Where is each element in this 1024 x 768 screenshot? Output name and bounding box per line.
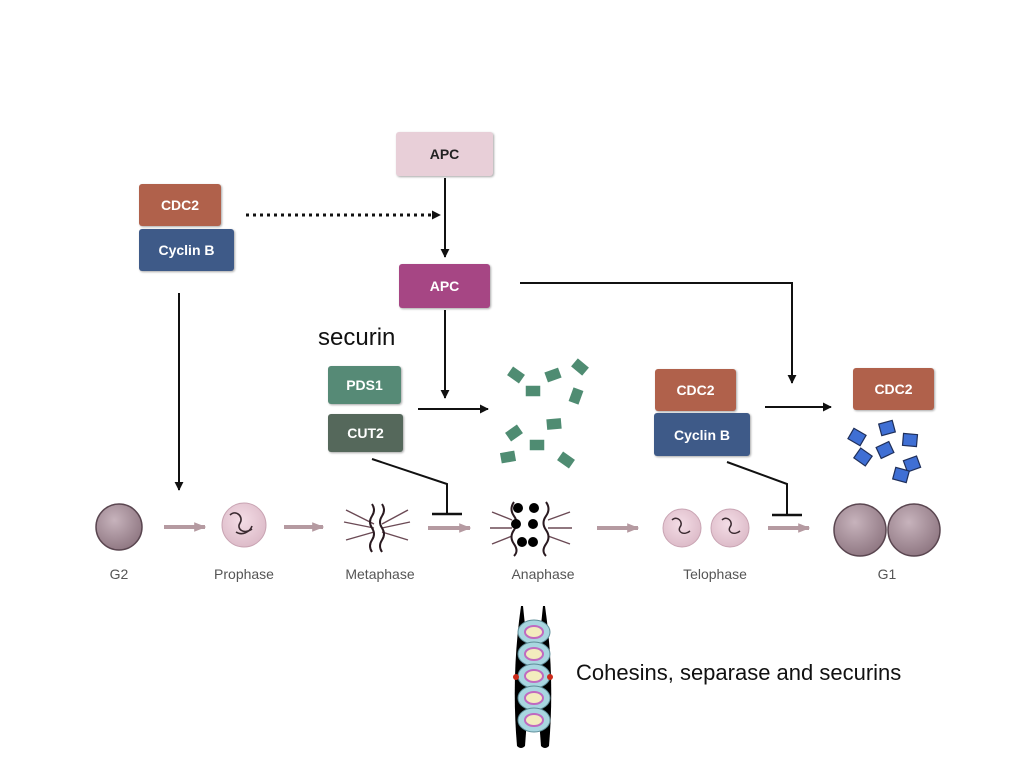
apc-active-box: APC <box>399 264 490 308</box>
cdc2-box-mid: CDC2 <box>655 369 736 411</box>
anaphase-chromosomes <box>490 501 572 557</box>
label-g2: G2 <box>109 566 129 582</box>
apc-inactive-box: APC <box>396 132 493 176</box>
cyclin-fragments <box>847 419 922 484</box>
apc-to-cyclin-degradation-arrow <box>520 282 797 384</box>
pds1-box: PDS1 <box>328 366 401 404</box>
label-prophase: Prophase <box>214 566 274 582</box>
cyclin-b-box-mid: Cyclin B <box>654 413 750 456</box>
securin-fragments <box>498 356 592 471</box>
securin-label: securin <box>318 324 396 351</box>
securin-inhibition-line <box>371 458 448 513</box>
telophase-cells <box>662 508 750 548</box>
cdc2-box-right: CDC2 <box>853 368 934 410</box>
label-metaphase: Metaphase <box>345 566 415 582</box>
label-g1: G1 <box>877 566 897 582</box>
cut2-box: CUT2 <box>328 414 403 452</box>
cohesin-chromatids <box>513 606 553 748</box>
label-anaphase: Anaphase <box>511 566 575 582</box>
label-telophase: Telophase <box>683 566 747 582</box>
cyclin-inhibition-line <box>726 461 788 514</box>
g2-cell <box>95 503 143 551</box>
cdc2-box-left: CDC2 <box>139 184 221 226</box>
cohesin-caption: Cohesins, separase and securins <box>576 660 902 685</box>
metaphase-spindle <box>343 503 411 553</box>
prophase-cell <box>221 502 267 548</box>
g1-cell-right <box>887 503 941 557</box>
cyclin-b-box-left: Cyclin B <box>139 229 234 271</box>
g1-cell-left <box>833 503 887 557</box>
